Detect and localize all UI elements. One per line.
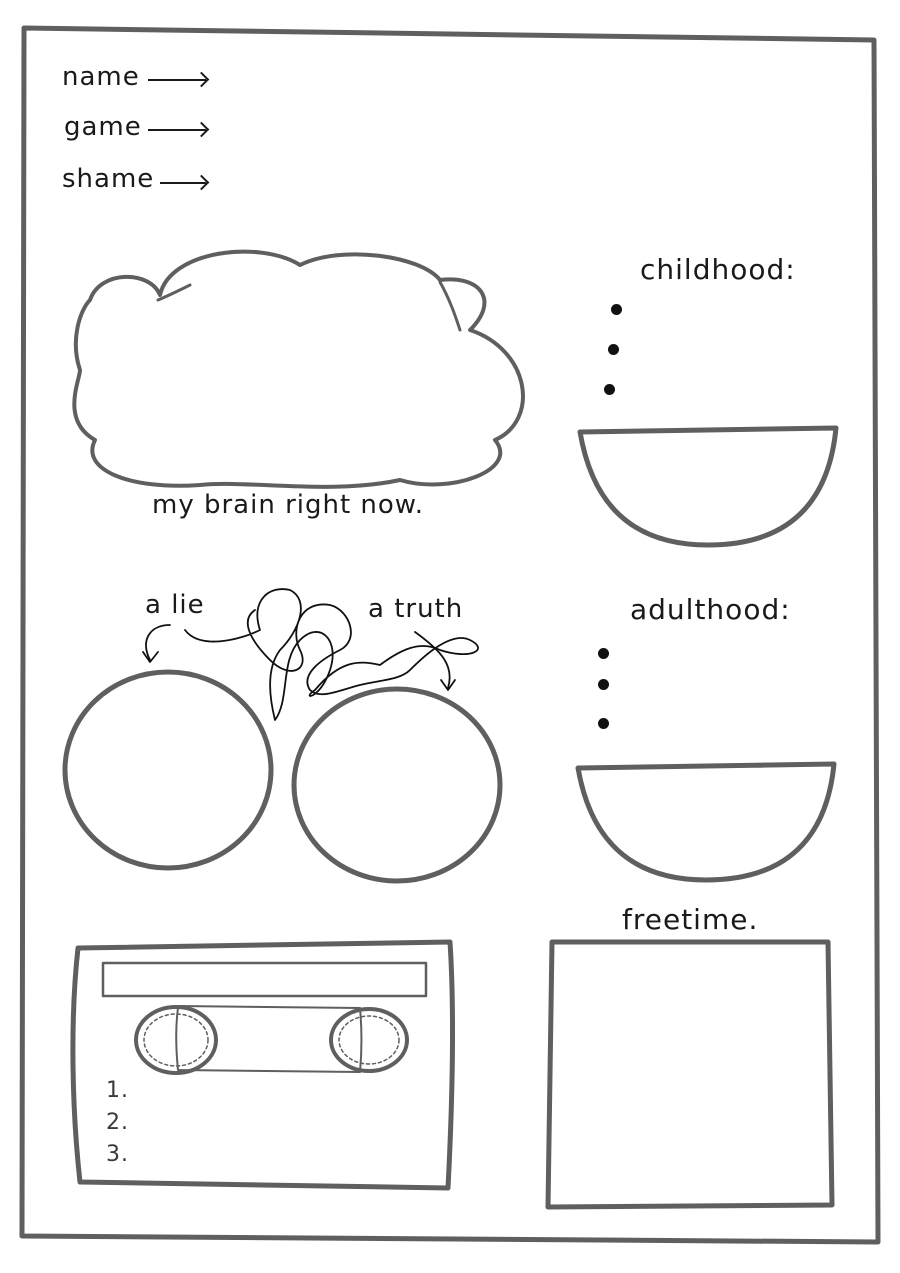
cassette-outline (70, 939, 456, 1191)
freetime-label: freetime. (622, 903, 759, 936)
cassette-left-reel (134, 1005, 218, 1075)
childhood-label: childhood: (640, 253, 796, 286)
cassette-right-reel (329, 1007, 409, 1073)
track-number: 1. (106, 1078, 129, 1103)
adulthood-bullet (598, 718, 609, 729)
adulthood-bowl (575, 761, 837, 883)
shame-arrow-icon (160, 182, 206, 184)
brain-caption: my brain right now. (152, 490, 424, 520)
brain-cloud-outline (72, 249, 525, 489)
lie-label: a lie (145, 590, 205, 620)
name-field-label: name (62, 62, 140, 92)
adulthood-label: adulthood: (630, 593, 791, 626)
childhood-bowl (577, 425, 839, 548)
truth-circle (291, 686, 503, 884)
truth-label: a truth (368, 594, 464, 624)
tangled-string (184, 588, 479, 721)
childhood-bullet (604, 384, 615, 395)
lie-circle (62, 669, 274, 871)
childhood-bullet (608, 344, 619, 355)
name-arrow-icon (148, 79, 206, 81)
cassette-label-strip (101, 961, 428, 998)
game-field-label: game (64, 112, 142, 142)
track-number: 2. (106, 1110, 129, 1135)
freetime-box (545, 939, 835, 1210)
childhood-bullet (611, 304, 622, 315)
adulthood-bullet (598, 648, 609, 659)
track-number: 3. (106, 1142, 129, 1167)
shame-field-label: shame (62, 164, 155, 194)
game-arrow-icon (148, 129, 206, 131)
page-border (19, 25, 881, 1245)
adulthood-bullet (598, 679, 609, 690)
